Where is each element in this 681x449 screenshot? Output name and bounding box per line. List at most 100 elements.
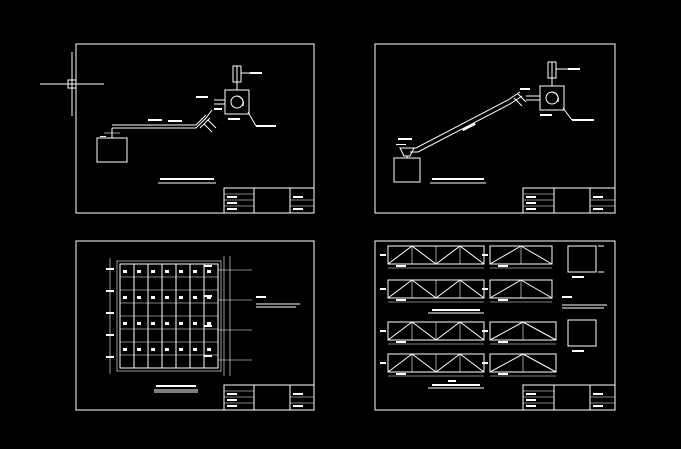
truss-diagonal — [489, 321, 524, 341]
sheet-4-title-block — [522, 384, 616, 411]
truss-dimension-label — [498, 299, 508, 301]
truss-note — [448, 380, 456, 382]
grid-column-marker — [137, 270, 141, 273]
sheet-4-section-bottom — [567, 319, 597, 347]
grid-column-marker — [207, 322, 211, 325]
sheet-1-title — [160, 178, 214, 180]
truss-tag — [380, 330, 386, 332]
truss-dimension-label — [396, 299, 406, 301]
sheet-2-title-block — [522, 187, 616, 214]
truss-diagonal — [459, 353, 485, 373]
sheet-2-border — [374, 43, 616, 214]
grid-dimension-tick — [106, 268, 114, 270]
grid-column-marker — [165, 270, 169, 273]
sheet-1[interactable]: . — [75, 43, 315, 214]
grid-column-marker — [137, 322, 141, 325]
grid-column-marker — [165, 348, 169, 351]
grid-dimension-tick — [106, 312, 114, 314]
truss-diagonal — [522, 353, 557, 373]
grid-column-marker — [151, 270, 155, 273]
grid-column-marker — [193, 270, 197, 273]
grid-column-marker — [207, 296, 211, 299]
truss-dimension-label — [498, 341, 508, 343]
sheet-1-fan — [214, 65, 250, 115]
truss-diagonal — [435, 353, 461, 373]
sheet-1-title-block — [223, 187, 315, 214]
truss-diagonal — [459, 279, 485, 299]
sheet-3-title-block — [223, 384, 315, 411]
grid-column-marker — [179, 270, 183, 273]
truss-tag — [380, 254, 386, 256]
truss-tag — [482, 330, 488, 332]
grid-column-marker — [179, 322, 183, 325]
grid-column-marker — [179, 296, 183, 299]
grid-column-marker — [151, 322, 155, 325]
truss-diagonal — [387, 321, 413, 341]
grid-column-marker — [179, 348, 183, 351]
truss-diagonal — [411, 279, 437, 299]
sheet-4-section-top — [567, 245, 597, 273]
truss-diagonal — [489, 279, 522, 299]
truss-tag — [380, 288, 386, 290]
grid-column-marker — [207, 348, 211, 351]
truss-diagonal — [435, 245, 461, 265]
grid-column-marker — [207, 270, 211, 273]
truss-diagonal — [522, 321, 557, 341]
grid-axis-label — [204, 325, 212, 327]
sheet-4[interactable] — [374, 240, 616, 411]
truss-dimension-label — [498, 373, 508, 375]
truss-diagonal — [435, 321, 461, 341]
grid-column-marker — [137, 296, 141, 299]
sheet-4-trusses — [380, 245, 557, 382]
sheet-2-fan — [526, 61, 565, 111]
sheet-3-border — [75, 240, 315, 411]
truss-tag — [482, 362, 488, 364]
grid-column-marker — [123, 322, 127, 325]
grid-column-marker — [151, 296, 155, 299]
truss-diagonal — [520, 245, 553, 265]
grid-dimension-tick — [106, 334, 114, 336]
truss-diagonal — [411, 245, 437, 265]
truss-dimension-label — [396, 373, 406, 375]
grid-column-marker — [193, 296, 197, 299]
sheet-2[interactable] — [374, 43, 616, 214]
sheet-3[interactable] — [75, 240, 315, 411]
grid-column-marker — [123, 348, 127, 351]
truss-diagonal — [387, 279, 413, 299]
grid-column-marker — [123, 296, 127, 299]
sheet-4-border — [374, 240, 616, 411]
truss-dimension-label — [396, 341, 406, 343]
truss-dimension-label — [498, 265, 508, 267]
grid-column-marker — [151, 348, 155, 351]
truss-diagonal — [387, 353, 413, 373]
grid-dimension-tick — [106, 290, 114, 292]
sheet-1-hopper — [96, 137, 128, 163]
truss-dimension-label — [396, 265, 406, 267]
sheet-3-title — [156, 385, 196, 387]
grid-axis-label — [204, 355, 212, 357]
grid-column-marker — [123, 270, 127, 273]
truss-diagonal — [387, 245, 413, 265]
truss-diagonal — [411, 321, 437, 341]
grid-column-marker — [193, 322, 197, 325]
truss-tag — [482, 254, 488, 256]
grid-dimension-tick — [106, 356, 114, 358]
truss-diagonal — [520, 279, 553, 299]
sheet-3-column-grid — [106, 256, 252, 376]
grid-axis-label — [204, 265, 212, 267]
truss-diagonal — [489, 353, 524, 373]
truss-diagonal — [489, 245, 522, 265]
sheet-2-hopper — [393, 157, 421, 183]
sheet-2-title — [432, 178, 484, 180]
ucs-crosshair-icon — [40, 52, 104, 116]
truss-diagonal — [459, 245, 485, 265]
truss-diagonal — [435, 279, 461, 299]
truss-diagonal — [459, 321, 485, 341]
sheet-2-conveying-pipe — [410, 91, 523, 153]
grid-column-marker — [165, 296, 169, 299]
grid-column-marker — [193, 348, 197, 351]
truss-tag — [380, 362, 386, 364]
grid-column-marker — [165, 322, 169, 325]
truss-tag — [482, 288, 488, 290]
